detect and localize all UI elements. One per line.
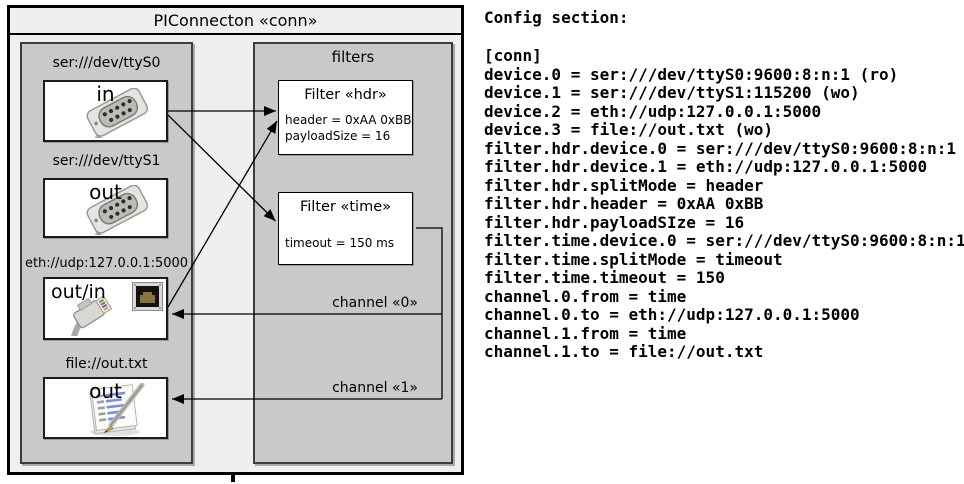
device-direction: out: [89, 379, 122, 403]
config-line: device.2 = eth://udp:127.0.0.1:5000: [484, 101, 822, 121]
config-line: channel.1.to = file://out.txt: [484, 342, 764, 361]
filter-hdr-attr-payloadsize: payloadSize = 16: [285, 129, 391, 143]
device-label-eth: eth://udp:127.0.0.1:5000: [24, 256, 189, 271]
channel-1-label: channel «1»: [332, 380, 418, 396]
config-title: Config section:: [484, 8, 629, 27]
config-line: channel.1.from = time: [484, 323, 687, 343]
device-box-ttys0: in: [43, 80, 168, 142]
ethernet-plug-icon: [69, 295, 113, 336]
ethernet-port-icon: [132, 282, 163, 311]
device-direction: in: [96, 82, 115, 106]
config-line: filter.time.splitMode = timeout: [484, 249, 783, 269]
config-line: [conn]: [484, 46, 542, 65]
filter-hdr-attr-header: header = 0xAA 0xBB: [285, 113, 412, 127]
filter-box-time: Filter «time» timeout = 150 ms: [278, 192, 413, 265]
device-direction: out/in: [51, 281, 106, 303]
config-line: channel.0.to = eth://udp:127.0.0.1:5000: [484, 305, 860, 324]
device-label-ttys1: ser:///dev/ttyS1: [52, 153, 161, 169]
device-label-ttys0: ser:///dev/ttyS0: [52, 55, 161, 71]
config-line: device.3 = file://out.txt (wo): [484, 120, 773, 139]
config-panel: Config section: [conn] device.0 = ser://…: [484, 8, 964, 362]
diagram-title: PIConnecton «conn»: [10, 8, 461, 35]
filter-hdr-title: Filter «hdr»: [304, 87, 387, 103]
config-line: device.0 = ser:///dev/ttyS0:9600:8:n:1 (…: [484, 64, 899, 84]
config-line: device.1 = ser:///dev/ttyS1:115200 (wo): [484, 83, 860, 102]
config-line: filter.hdr.header = 0xAA 0xBB: [484, 194, 764, 213]
filters-panel-title: filters: [331, 48, 375, 66]
notepad-icon: [89, 383, 145, 436]
filter-time-attr-timeout: timeout = 150 ms: [285, 236, 395, 250]
config-line: filter.hdr.device.0 = ser:///dev/ttyS0:9…: [484, 138, 957, 158]
device-box-file: out: [43, 377, 168, 439]
config-line: filter.hdr.device.1 = eth://udp:127.0.0.…: [484, 157, 928, 176]
serial-connector-icon: [86, 185, 149, 235]
config-line: filter.time.device.0 = ser:///dev/ttyS0:…: [484, 231, 964, 250]
channel-0-label: channel «0»: [332, 295, 418, 311]
config-line: filter.hdr.splitMode = header: [484, 175, 764, 195]
serial-connector-icon: [86, 88, 149, 138]
device-box-ttys1: out: [43, 178, 168, 238]
device-box-eth: out/in: [43, 277, 168, 340]
device-label-file: file://out.txt: [65, 356, 148, 372]
config-line: filter.hdr.payloadSIze = 16: [484, 212, 745, 232]
devices-panel: ser:///dev/ttyS0 in ser:///dev/ttyS1: [20, 42, 193, 464]
filter-box-hdr: Filter «hdr» header = 0xAA 0xBB payloadS…: [278, 80, 413, 155]
config-line: channel.0.from = time: [484, 286, 687, 306]
filter-time-title: Filter «time»: [299, 199, 392, 215]
device-direction: out: [89, 180, 122, 204]
config-lines: [conn] device.0 = ser:///dev/ttyS0:9600:…: [484, 46, 964, 362]
config-line: filter.time.timeout = 150: [484, 268, 725, 287]
